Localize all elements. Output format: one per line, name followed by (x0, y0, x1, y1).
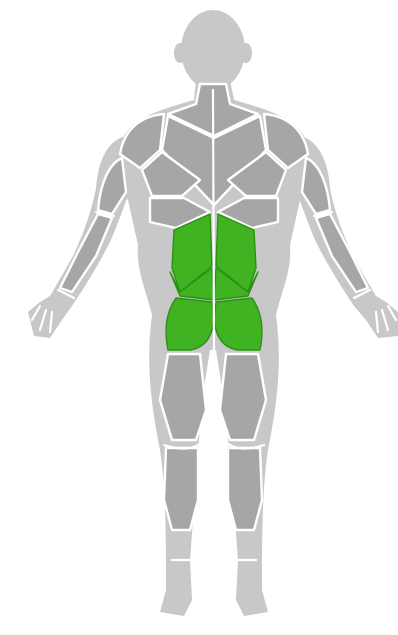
separator-lines (32, 90, 396, 600)
muscle-hamstring-left (160, 354, 206, 440)
spine-line (213, 90, 214, 350)
ear-left (174, 43, 186, 63)
muscle-calf-right (228, 448, 262, 530)
ear-right (240, 43, 252, 63)
muscle-hamstring-right (220, 354, 266, 440)
head (181, 10, 245, 90)
muscle-calf-left (164, 448, 198, 530)
